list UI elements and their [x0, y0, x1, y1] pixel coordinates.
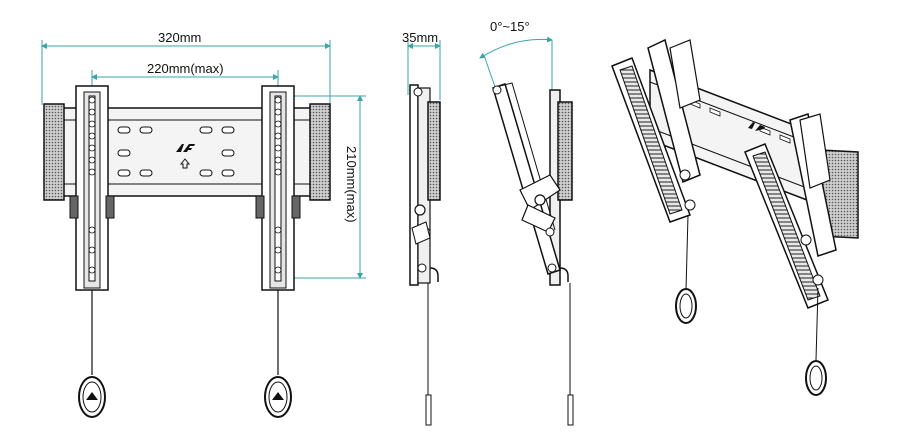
- side-view: [407, 40, 441, 426]
- overall-width-label: 320mm: [158, 30, 202, 45]
- left-pad: [43, 103, 65, 201]
- right-arm: [255, 85, 301, 418]
- right-pad: [309, 103, 331, 201]
- dimension-lines-side: [407, 40, 441, 100]
- depth-label: 35mm: [402, 30, 439, 45]
- brand-logo: [176, 144, 195, 169]
- front-view: [41, 40, 366, 418]
- tilt-range-label: 0°~15°: [490, 19, 530, 34]
- dimension-lines-front: [41, 40, 366, 279]
- perspective-right-arm: [744, 113, 837, 396]
- arm-holes: [88, 96, 282, 274]
- vesa-width-label: 220mm(max): [147, 61, 224, 76]
- perspective-view: [611, 38, 859, 396]
- dimension-lines-tilt: [479, 36, 553, 111]
- tilted-side-pad: [557, 101, 573, 201]
- side-pad: [427, 101, 441, 201]
- wall-plate-slots: [117, 126, 235, 177]
- left-arm: [69, 85, 115, 418]
- vesa-height-label: 210mm(max): [344, 146, 359, 223]
- tilted-side-view: [479, 36, 574, 426]
- perspective-left-arm: [611, 38, 701, 324]
